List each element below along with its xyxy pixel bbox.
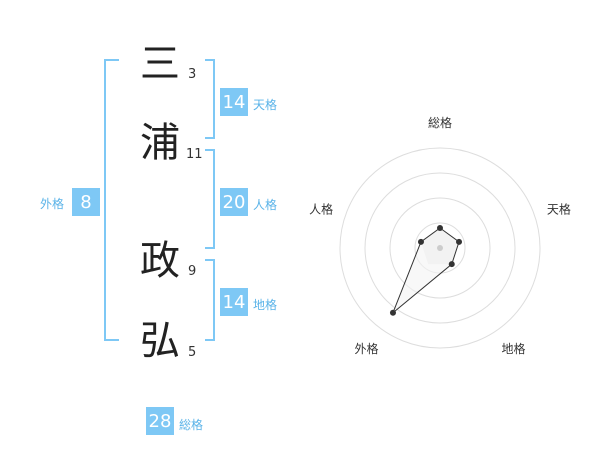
jinkaku-bracket [205, 149, 215, 249]
gaikaku-badge: 8 [72, 188, 100, 216]
tenkaku-badge: 14 [220, 88, 248, 116]
stroke-count-4: 5 [188, 345, 197, 360]
radar-point-3 [389, 309, 396, 316]
radar-axis-label-4: 人格 [309, 201, 333, 216]
radar-axis-label-1: 天格 [547, 201, 571, 216]
gaikaku-bracket [104, 59, 119, 341]
jinkaku-label: 人格 [253, 198, 278, 212]
radar-center-dot [437, 245, 443, 251]
tenkaku-label: 天格 [253, 98, 278, 112]
stroke-count-1: 3 [188, 67, 197, 82]
stroke-count-3: 9 [188, 264, 197, 279]
radar-polygon [392, 227, 460, 314]
name-char-3: 政 [140, 238, 180, 284]
radar-axis-label-0: 総格 [428, 115, 452, 130]
stroke-count-2: 11 [186, 147, 203, 162]
jinkaku-badge: 20 [220, 188, 248, 216]
radar-point-4 [417, 238, 424, 245]
name-char-2: 浦 [140, 120, 180, 166]
chikaku-bracket [205, 259, 215, 341]
tenkaku-bracket [205, 59, 215, 139]
chikaku-badge: 14 [220, 288, 248, 316]
name-char-1: 三 [140, 41, 180, 87]
radar-point-1 [456, 238, 463, 245]
radar-ring-3 [364, 172, 516, 324]
radar-point-0 [437, 225, 443, 231]
radar-ring-4 [339, 147, 541, 349]
radar-axis-label-3: 外格 [355, 341, 379, 356]
radar-axis-label-2: 地格 [501, 341, 525, 356]
name-char-4: 弘 [140, 318, 180, 364]
chikaku-label: 地格 [253, 298, 278, 312]
soukaku-label: 総格 [179, 418, 204, 432]
gaikaku-label: 外格 [40, 197, 65, 211]
soukaku-badge: 28 [146, 407, 174, 435]
radar-ring-2 [389, 197, 491, 299]
radar-point-2 [448, 261, 455, 268]
